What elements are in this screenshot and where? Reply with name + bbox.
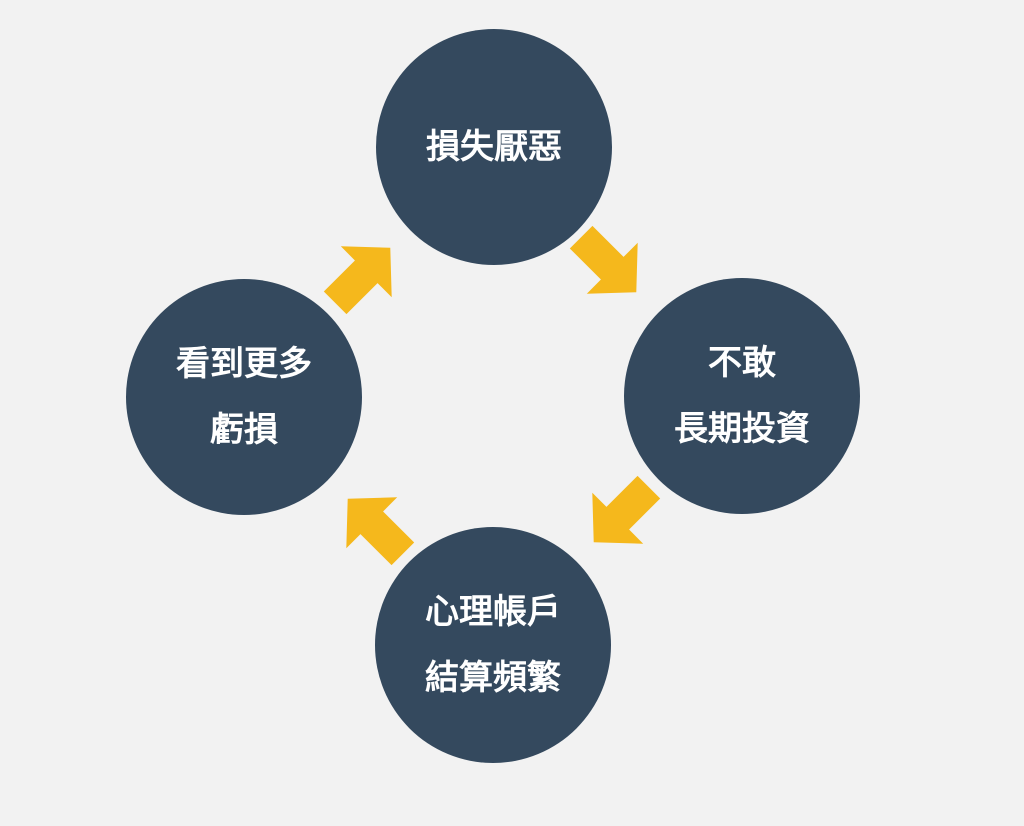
arrow-top-to-right	[569, 225, 638, 294]
node-label-line: 心理帳戶	[425, 592, 561, 632]
arrow-bottom-to-left	[346, 497, 415, 566]
node-label-line: 長期投資	[674, 409, 810, 449]
node-mental-accounting: 心理帳戶 結算頻繁	[375, 527, 611, 763]
node-label-line: 不敢	[708, 343, 776, 383]
node-avoid-long-term-investing: 不敢 長期投資	[624, 278, 860, 514]
node-see-more-losses: 看到更多 虧損	[126, 279, 362, 515]
arrow-left-to-top	[323, 246, 392, 315]
node-label-line: 虧損	[210, 410, 278, 450]
node-loss-aversion: 損失厭惡	[376, 29, 612, 265]
node-label-line: 結算頻繁	[425, 658, 561, 698]
node-label-line: 損失厭惡	[426, 127, 562, 167]
arrow-right-to-bottom	[592, 475, 661, 544]
node-label-line: 看到更多	[176, 344, 312, 384]
